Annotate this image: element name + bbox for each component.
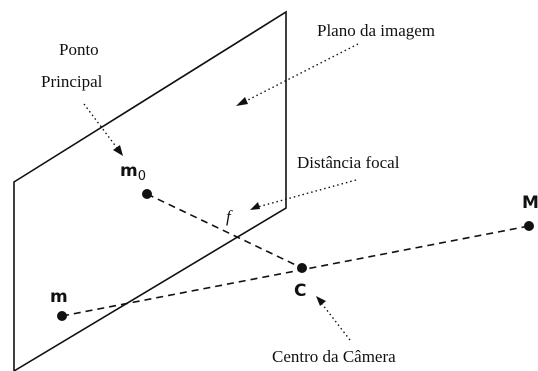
point-m0: [142, 189, 152, 199]
label-principal-point-line2: Principal: [41, 72, 103, 91]
arrowhead-principal-point: [113, 145, 123, 156]
point-C: [297, 263, 307, 273]
arrow-image-plane: [239, 43, 359, 105]
arrowhead-image-plane: [236, 97, 248, 106]
label-m: m: [50, 287, 68, 307]
point-m: [57, 311, 67, 321]
projection-ray: [61, 225, 530, 317]
label-principal-point-line1: Ponto: [59, 40, 99, 59]
image-plane: [13, 10, 287, 371]
label-focal-distance: Distância focal: [297, 153, 400, 172]
annotation-arrows: [83, 43, 359, 341]
arrow-focal-distance: [253, 179, 357, 209]
label-m0: m0: [120, 161, 146, 184]
label-camera-center: Centro da Câmera: [272, 347, 396, 366]
principal-axis-ray: [146, 193, 303, 269]
label-f: f: [226, 207, 233, 226]
arrowhead-camera-center: [316, 296, 326, 306]
arrow-principal-point: [83, 103, 121, 153]
arrow-camera-center: [318, 299, 351, 341]
label-image-plane: Plano da imagem: [317, 21, 435, 40]
label-C: C: [294, 281, 306, 301]
arrowhead-focal-distance: [250, 202, 260, 210]
label-M: M: [522, 193, 538, 213]
arrow-heads: [113, 97, 326, 306]
point-M: [524, 221, 534, 231]
